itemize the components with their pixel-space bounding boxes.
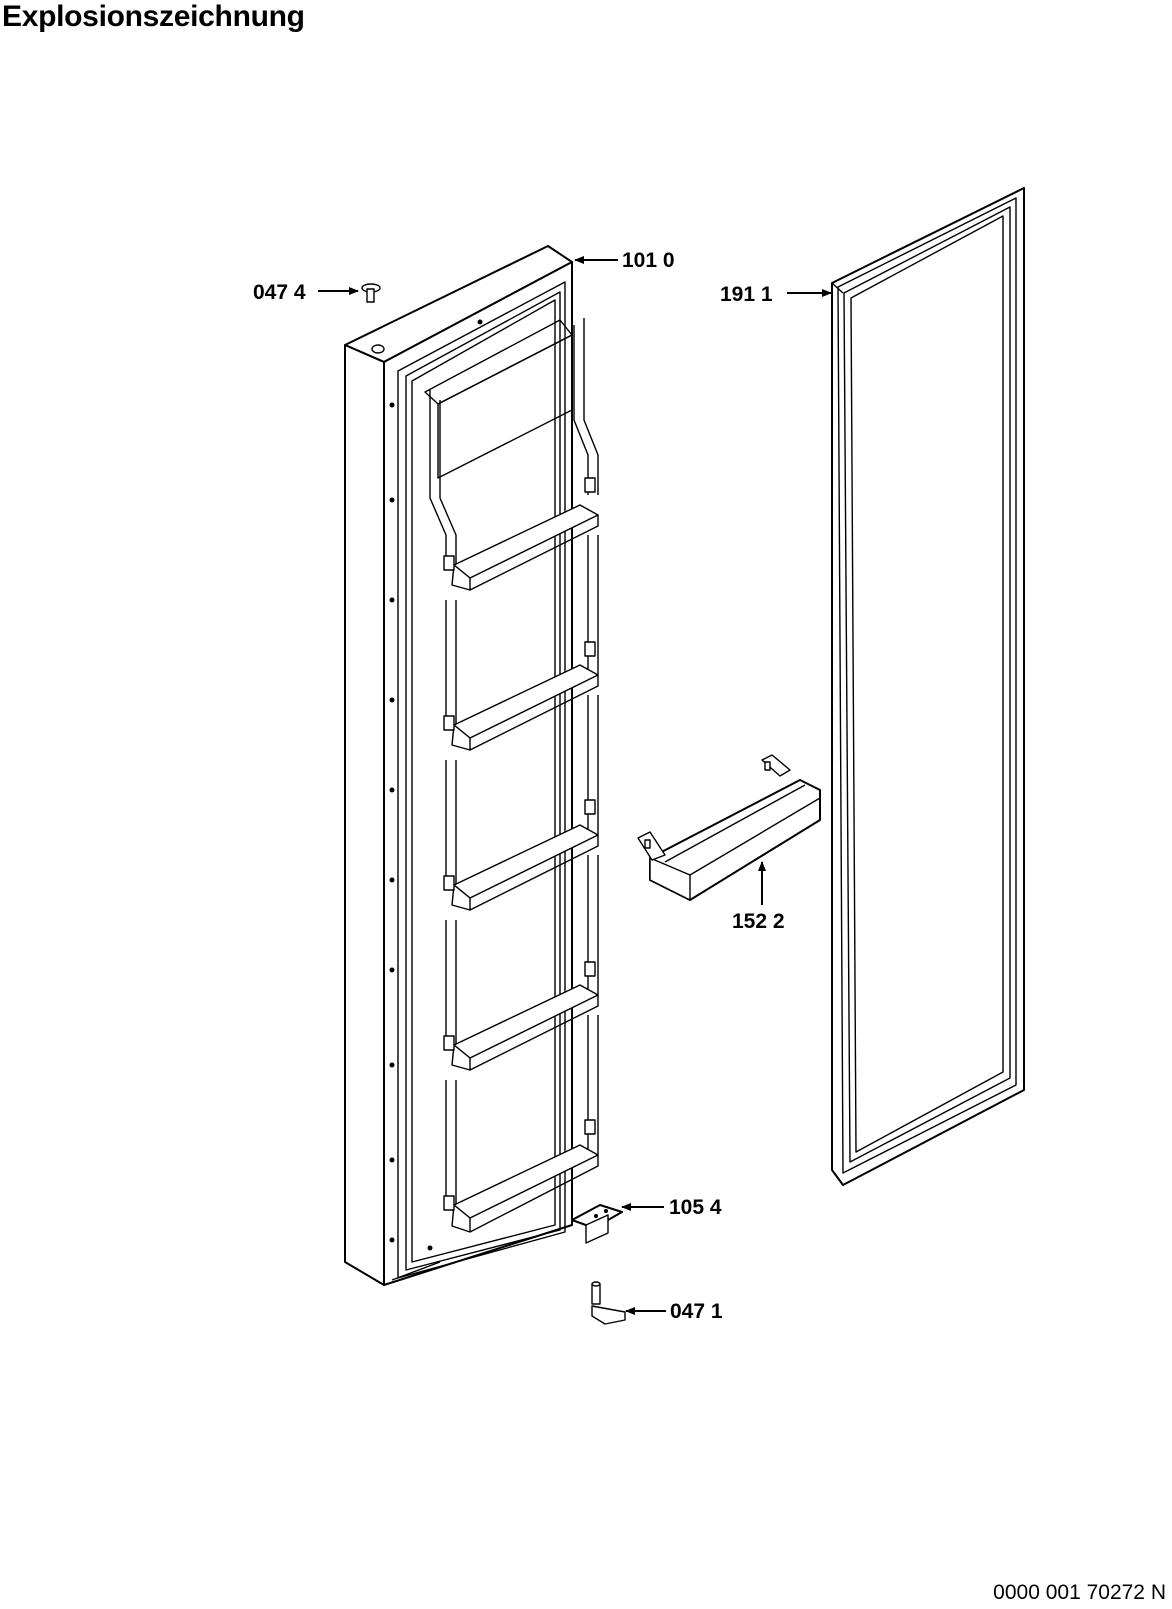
top-pivot-hole — [371, 344, 385, 354]
door-side-face — [344, 344, 385, 1286]
callout-label-hinge-pin: 047 1 — [670, 1300, 723, 1323]
door-gasket — [831, 187, 1025, 1186]
hinge-pin-part — [591, 1281, 626, 1325]
callout-leaders — [318, 256, 832, 1315]
door-screw-holes — [389, 319, 483, 1251]
hinge-plate-part — [571, 1204, 623, 1244]
door-shelf-1 — [443, 477, 599, 725]
page-title: Explosionszeichnung — [2, 0, 305, 33]
screw-part — [361, 283, 381, 303]
callout-label-gasket: 191 1 — [720, 283, 773, 306]
callout-label-door: 101 0 — [622, 249, 675, 272]
callout-label-screw: 047 4 — [253, 281, 306, 304]
callout-label-bottle-rack: 152 2 — [732, 910, 785, 933]
door-assembly — [344, 245, 599, 1286]
callout-label-hinge-plate: 105 4 — [669, 1196, 722, 1219]
document-code: 0000 001 70272 N — [993, 1581, 1166, 1604]
bottle-rack-part — [637, 754, 821, 901]
door-shelf-5 — [443, 1119, 599, 1233]
door-shelf-3 — [443, 799, 599, 1045]
door-shelf-2 — [443, 641, 599, 885]
